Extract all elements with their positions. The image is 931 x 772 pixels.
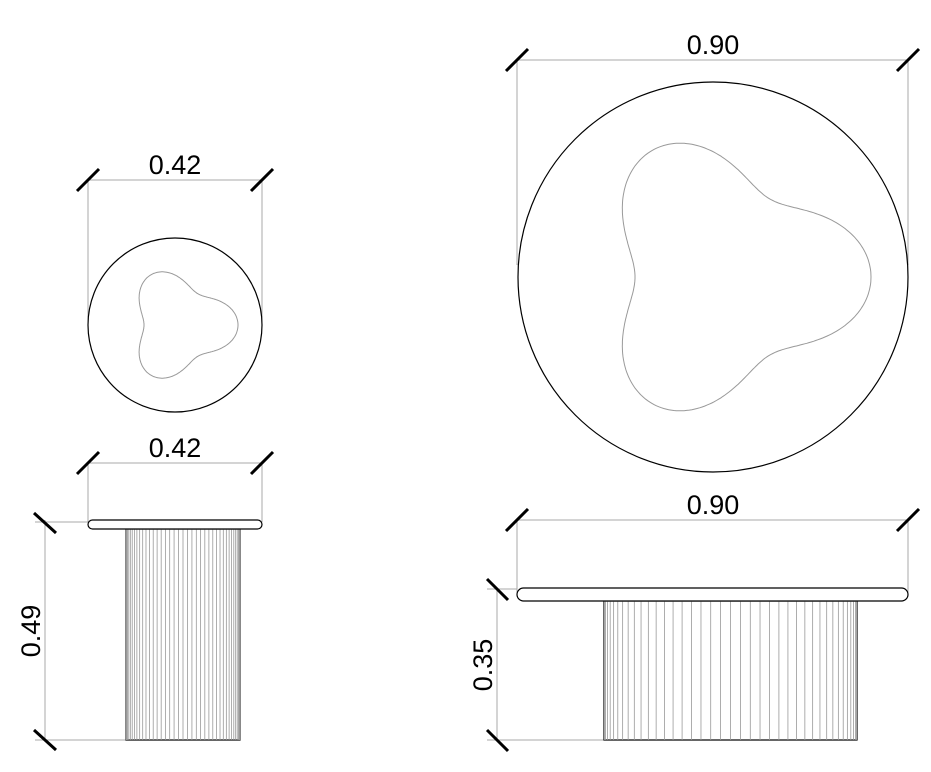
- small-side-width-label: 0.42: [149, 433, 202, 463]
- dimension-tick: [75, 167, 101, 193]
- large-base-flutes: [603, 601, 858, 740]
- small-table-top-circle: [87, 237, 263, 413]
- dimension-tick: [895, 47, 921, 73]
- large-side-height-label: 0.35: [468, 639, 498, 692]
- small-base-flutes: [125, 529, 241, 740]
- small-table-top-slab: [87, 519, 263, 530]
- dimension-tick: [485, 728, 510, 753]
- large-table-top-circle: [517, 81, 909, 473]
- large-top-diameter-label: 0.90: [687, 30, 740, 60]
- large-table-top-view: 0.90: [504, 30, 921, 473]
- dimension-tick: [32, 728, 58, 752]
- dimension-tick: [75, 450, 101, 476]
- dimension-tick: [895, 507, 921, 533]
- small-table-side-view: 0.42 0.49: [16, 433, 275, 752]
- dimension-tick: [504, 507, 530, 533]
- small-trefoil-cutout: [138, 271, 239, 379]
- large-trefoil-cutout: [621, 142, 872, 412]
- large-side-width-label: 0.90: [687, 490, 740, 520]
- dimension-tick: [249, 450, 275, 476]
- dimension-tick: [32, 511, 58, 535]
- dimension-tick: [504, 47, 530, 73]
- small-side-height-label: 0.49: [16, 605, 46, 658]
- large-table-side-view: 0.90 0.35: [468, 490, 921, 753]
- small-table-top-view: 0.42: [75, 150, 275, 413]
- small-top-diameter-label: 0.42: [149, 150, 202, 180]
- large-table-top-slab: [516, 587, 909, 602]
- dimension-tick: [249, 167, 275, 193]
- dimension-tick: [485, 577, 510, 602]
